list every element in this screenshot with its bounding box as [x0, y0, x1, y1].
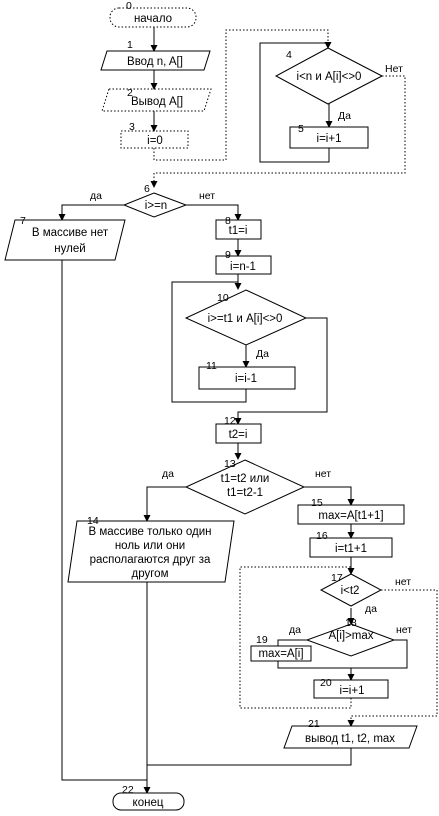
- branch-yes-label: да: [162, 468, 174, 480]
- block-text: i=i+1: [317, 133, 342, 145]
- block-text: i>=n: [145, 200, 167, 212]
- block-text: В массиве только один: [88, 526, 211, 538]
- block-number: 6: [144, 183, 150, 195]
- block-13-decision: 13 t1=t2 или t1=t2-1 да нет: [162, 458, 331, 515]
- block-text: Ввод n, A[]: [127, 56, 183, 68]
- block-16-process: 16 i=t1+1: [309, 530, 393, 558]
- block-text: i=i+1: [340, 685, 365, 697]
- block-18-decision: 18 A[i]>max да нет: [289, 617, 412, 657]
- block-text: вывод t1, t2, max: [305, 733, 395, 745]
- block-text: ноль или они: [115, 540, 185, 552]
- block-11-process: 11 i=i-1: [198, 360, 296, 390]
- block-number: 8: [225, 215, 231, 227]
- block-number: 17: [331, 572, 343, 584]
- block-number: 10: [217, 292, 229, 304]
- branch-yes-label: да: [365, 603, 377, 615]
- block-text: i>=t1 и A[i]<>0: [208, 313, 283, 325]
- block-text: i<t2: [341, 585, 360, 597]
- connector-lines: [58, 27, 438, 794]
- block-number: 4: [286, 49, 292, 61]
- block-text: Вывод A[]: [131, 96, 183, 108]
- block-text: конец: [133, 797, 164, 809]
- block-5-process: 5 i=i+1: [289, 123, 369, 149]
- branch-yes-label: да: [289, 624, 301, 636]
- branch-yes-label: Да: [256, 348, 269, 360]
- block-19-process: 19 max=A[i]: [250, 634, 312, 662]
- block-text: В массиве нет: [32, 227, 109, 239]
- block-number: 20: [320, 677, 332, 689]
- block-number: 14: [87, 515, 99, 527]
- block-text: max=A[t1+1]: [318, 510, 383, 522]
- block-number: 11: [206, 360, 217, 372]
- block-text: i=t1+1: [335, 543, 367, 555]
- block-number: 21: [308, 718, 320, 730]
- block-text: t1=i: [229, 225, 248, 237]
- block-9-process: 9 i=n-1: [215, 249, 272, 275]
- block-number: 18: [345, 617, 357, 629]
- block-number: 3: [129, 121, 135, 133]
- block-22-end: 22 конец: [112, 784, 185, 811]
- block-8-process: 8 t1=i: [215, 215, 262, 240]
- block-number: 0: [126, 0, 132, 12]
- block-21-output: 21 вывод t1, t2, max: [283, 718, 418, 749]
- block-7-output: 7 В массиве нет нулей: [4, 215, 126, 261]
- block-number: 2: [127, 87, 133, 99]
- branch-no-label: нет: [396, 624, 412, 636]
- block-14-output: 14 В массиве только один ноль или они ра…: [67, 515, 235, 583]
- branch-yes-label: да: [90, 190, 102, 202]
- block-text: нулей: [54, 243, 85, 255]
- block-6-decision: 6 i>=n да нет: [90, 183, 215, 218]
- branch-no-label: нет: [315, 468, 331, 480]
- block-12-process: 12 t2=i: [215, 415, 262, 444]
- block-number: 22: [122, 784, 134, 796]
- block-4-decision: 4 i<n и A[i]<>0 Да Нет: [274, 47, 403, 122]
- block-3-process: 3 i=0: [120, 121, 189, 149]
- block-text: t1=t2 или: [221, 473, 270, 485]
- branch-no-label: нет: [199, 190, 215, 202]
- block-20-process: 20 i=i+1: [313, 677, 389, 699]
- block-text: t1=t2-1: [227, 487, 263, 499]
- block-10-decision: 10 i>=t1 и A[i]<>0 Да: [184, 289, 308, 360]
- block-1-input: 1 Ввод n, A[]: [100, 39, 211, 71]
- block-0-start: 0 начало: [109, 0, 197, 28]
- block-15-process: 15 max=A[t1+1]: [297, 497, 405, 525]
- block-text: i<n и A[i]<>0: [297, 71, 362, 83]
- block-text: i=n-1: [230, 261, 256, 273]
- block-number: 1: [127, 39, 133, 51]
- block-text: max=A[i]: [258, 648, 303, 660]
- block-text: A[i]>max: [328, 630, 373, 642]
- block-number: 13: [224, 458, 236, 470]
- block-text: i=i-1: [235, 373, 257, 385]
- block-number: 7: [20, 215, 26, 227]
- branch-yes-label: Да: [338, 110, 351, 122]
- block-number: 5: [298, 123, 304, 135]
- block-number: 12: [224, 415, 236, 427]
- block-text: начало: [134, 13, 172, 25]
- block-number: 19: [256, 634, 268, 646]
- block-17-decision: 17 i<t2 да нет: [319, 572, 411, 615]
- block-text: располагаются друг за: [90, 554, 211, 566]
- block-2-output: 2 Вывод A[]: [101, 87, 212, 112]
- block-number: 15: [311, 497, 323, 509]
- block-text: t2=i: [229, 429, 248, 441]
- block-number: 16: [316, 530, 328, 542]
- block-number: 9: [225, 249, 231, 261]
- block-text: i=0: [147, 135, 163, 147]
- branch-no-label: нет: [395, 576, 411, 588]
- block-text: другом: [132, 568, 169, 580]
- branch-no-label: Нет: [385, 63, 403, 75]
